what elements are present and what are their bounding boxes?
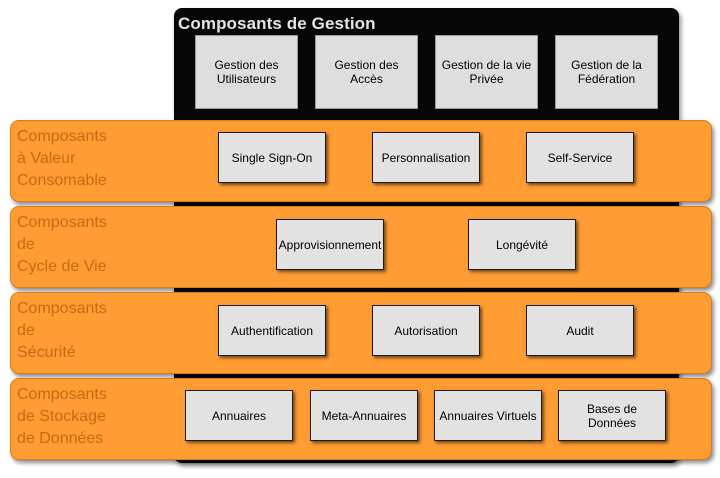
- component-box: Single Sign-On: [218, 132, 326, 183]
- component-box: Bases de Données: [558, 390, 666, 441]
- component-box: Autorisation: [372, 305, 480, 356]
- component-box: Authentification: [218, 305, 326, 356]
- component-box: Personnalisation: [372, 132, 480, 183]
- component-box: Audit: [526, 305, 634, 356]
- management-item-federation: Gestion de la Fédération: [555, 35, 658, 109]
- layer-label: Composants de Sécurité: [17, 300, 107, 361]
- component-box: Self-Service: [526, 132, 634, 183]
- management-item-users: Gestion des Utilisateurs: [195, 35, 298, 109]
- component-box: Meta-Annuaires: [310, 390, 418, 441]
- layer-label: Composants de Stockage de Données: [17, 386, 107, 447]
- component-box: Approvisionnement: [276, 219, 384, 270]
- component-box: Longévité: [468, 219, 576, 270]
- layer-label: Composants à Valeur Consomable: [17, 128, 107, 189]
- layer-label: Composants de Cycle de Vie: [17, 214, 107, 275]
- management-title: Composants de Gestion: [178, 14, 376, 33]
- management-item-access: Gestion des Accès: [315, 35, 418, 109]
- management-item-privacy: Gestion de la vie Privée: [435, 35, 538, 109]
- component-box: Annuaires: [185, 390, 293, 441]
- component-box: Annuaires Virtuels: [434, 390, 542, 441]
